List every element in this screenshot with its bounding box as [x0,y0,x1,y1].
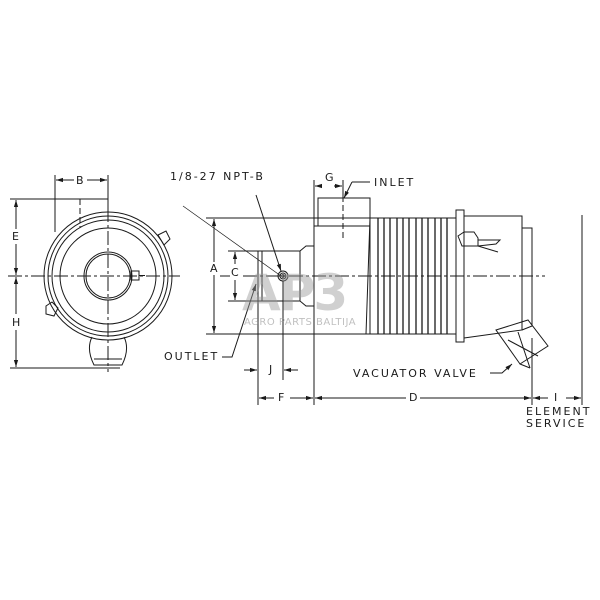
inlet-callout: INLET [374,176,416,189]
dimension-a: A [209,262,219,275]
outlet-callout: OUTLET [164,350,220,363]
side-view [220,196,549,369]
dimension-b: B [75,174,85,187]
dimension-e: E [11,230,20,243]
dimension-c: C [230,266,240,279]
dimension-lines [182,180,583,405]
dimension-g: G [324,171,335,184]
dimension-i: I [553,391,559,404]
dimension-f: F [277,391,286,404]
dimension-d: D [408,391,419,404]
element-service-callout-line2: SERVICE [526,417,587,430]
npt-callout: 1/8-27 NPT-B [170,170,265,183]
element-service-callout-line1: ELEMENT [526,405,592,418]
dimension-j: J [268,363,274,376]
dimension-h: H [11,316,22,329]
vacuator-valve-callout: VACUATOR VALVE [353,367,478,380]
end-view [8,175,180,372]
